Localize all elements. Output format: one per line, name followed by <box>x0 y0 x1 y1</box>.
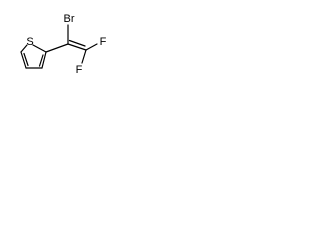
bond-c2-c3 <box>41 51 47 69</box>
fluorine-upper-atom-label: F <box>100 36 107 48</box>
bond-c2-c1 <box>45 43 69 53</box>
bond-c1-c-inner <box>68 39 86 47</box>
bond-c-f-upper <box>85 43 98 51</box>
bromine-atom-label: Br <box>64 13 75 25</box>
fluorine-lower-atom-label: F <box>76 64 83 76</box>
bond-c5-s <box>20 44 28 53</box>
chemical-structure: S Br F F <box>20 13 107 76</box>
bond-c1-c <box>67 43 87 51</box>
bond-s-c2 <box>32 44 47 53</box>
bond-c4-c5-inner <box>23 52 29 67</box>
bond-c-f-lower <box>81 49 87 64</box>
sulfur-atom-label: S <box>26 36 33 48</box>
bond-c2-c3-inner <box>38 54 44 67</box>
bond-c4-c5 <box>20 51 27 69</box>
thiophene-ring <box>20 44 47 69</box>
